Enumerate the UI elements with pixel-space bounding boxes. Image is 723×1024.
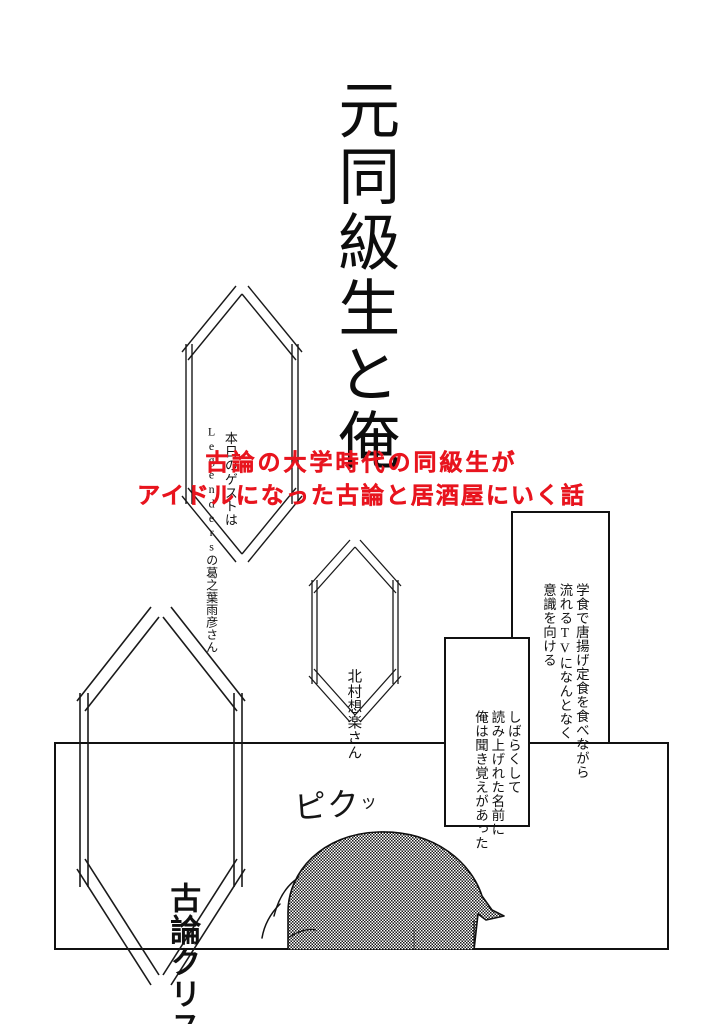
sfx-small: ッ xyxy=(359,792,379,814)
hair-silhouette-icon xyxy=(287,831,505,950)
balloon-korongi-text: 古論クリスさんです xyxy=(129,666,236,1024)
balloon-korongi-col-0: 古論クリスさんです xyxy=(165,882,200,1024)
speech-balloon-guest: 本日のゲストは Legendersの葛之葉雨彦さん xyxy=(178,282,306,653)
diamond-outline-korongi xyxy=(76,606,246,986)
page-title: 元同級生と俺 xyxy=(328,78,397,474)
balloon-guest-col-1: Legendersの葛之葉雨彦さん xyxy=(204,424,219,654)
diamond-outline-guest xyxy=(181,285,303,563)
panel-narration-frame-upper xyxy=(511,511,610,743)
sound-effect-pikutsu: ピクッ xyxy=(292,777,379,829)
diamond-outline-kitamura xyxy=(308,539,402,723)
narration-2-col-2: 俺は聞き覚えがあった xyxy=(472,710,488,850)
subtitle-line-1: 古論の大学時代の同級生が xyxy=(205,450,518,476)
narration-text-mid: しばらくして 読み上げれた名前に 俺は聞き覚えがあった xyxy=(455,648,537,850)
narration-1-col-2: 意識を向ける xyxy=(540,583,556,667)
narration-1-col-0: 学食で唐揚げ定食を食べながら xyxy=(573,583,589,779)
subtitle-line-2: アイドルになった古論と居酒屋にいく話 xyxy=(137,483,586,510)
sfx-main: ピク xyxy=(292,784,362,827)
speech-balloon-korongi: 古論クリスさんです xyxy=(63,601,263,1024)
character-head-silhouette xyxy=(286,828,536,950)
shoulder-curve-icon xyxy=(261,877,299,939)
balloon-kitamura-col-0: 北村想楽さん xyxy=(345,668,362,761)
panel-narration-frame-mid xyxy=(444,637,530,827)
narration-2-col-0: しばらくして xyxy=(505,710,521,794)
balloon-kitamura-text: 北村想楽さん xyxy=(328,568,378,761)
shoulder-stroke xyxy=(258,876,308,946)
narration-1-col-1: 流れるTVになんとなく xyxy=(557,583,573,740)
narration-2-col-1: 読み上げれた名前に xyxy=(489,710,505,836)
balloon-guest-text: 本日のゲストは xyxy=(207,338,252,527)
speech-balloon-kitamura: 北村想楽さん xyxy=(305,536,405,761)
subtitle-red: 古論の大学時代の同級生が アイドルになった古論と居酒屋にいく話 xyxy=(0,447,723,514)
narration-text-upper: 学食で唐揚げ定食を食べながら 流れるTVになんとなく 意識を向ける xyxy=(523,521,605,779)
balloon-guest-text-2: Legendersの葛之葉雨彦さん xyxy=(190,338,231,653)
balloon-guest-col-0: 本日のゲストは xyxy=(222,431,238,527)
